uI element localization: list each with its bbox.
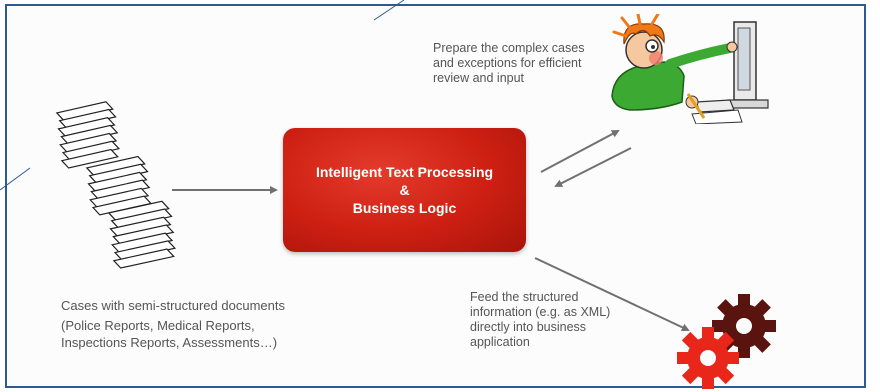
prepare-text-line: and exceptions for efficient [433,56,582,70]
prepare-text-line: Prepare the complex cases [433,41,585,55]
feed-text-line: information (e.g. as XML) [470,305,611,319]
person-at-computer-icon [611,14,769,124]
processing-box: Intelligent Text Processing & Business L… [283,128,526,252]
feed-text: Feed the structured information (e.g. as… [470,290,610,350]
input-caption-line: Inspections Reports, Assessments…) [61,335,278,350]
document-stack-icon [55,101,177,269]
gears-icon [677,294,776,389]
prepare-text-line: review and input [433,71,525,85]
arrow-to-business-app [534,257,690,332]
input-caption-line: (Police Reports, Medical Reports, [61,318,255,333]
feed-text-line: Feed the structured [470,290,579,304]
gear-red [677,327,739,389]
feed-text-line: application [470,335,530,349]
arrow-to-reviewer [540,130,620,173]
processing-box-line1: Intelligent Text Processing [315,164,494,180]
prepare-text: Prepare the complex cases and exceptions… [433,41,584,86]
feed-text-line: directly into business [470,320,587,334]
input-caption: Cases with semi-structured documents (Po… [61,296,285,353]
processing-box-line2: & [399,182,410,198]
arrow-from-reviewer [554,147,632,187]
processing-box-line3: Business Logic [352,200,457,216]
input-caption-line: Cases with semi-structured documents [61,298,285,313]
